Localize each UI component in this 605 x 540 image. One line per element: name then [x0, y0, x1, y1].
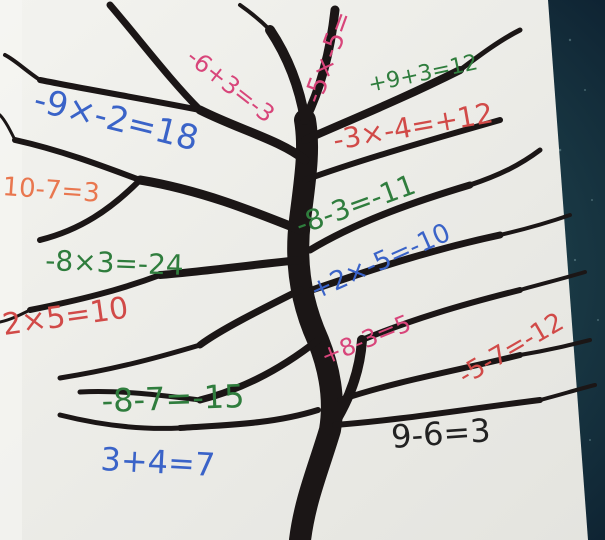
equation-6: 10-7=3	[2, 172, 101, 209]
equation-13: -8-7=-15	[101, 377, 245, 420]
equation-15: 3+4=7	[100, 440, 217, 484]
paper-left-edge	[0, 0, 22, 540]
equation-8: -8×3=-24	[45, 244, 184, 282]
equation-14: 9-6=3	[390, 411, 492, 456]
